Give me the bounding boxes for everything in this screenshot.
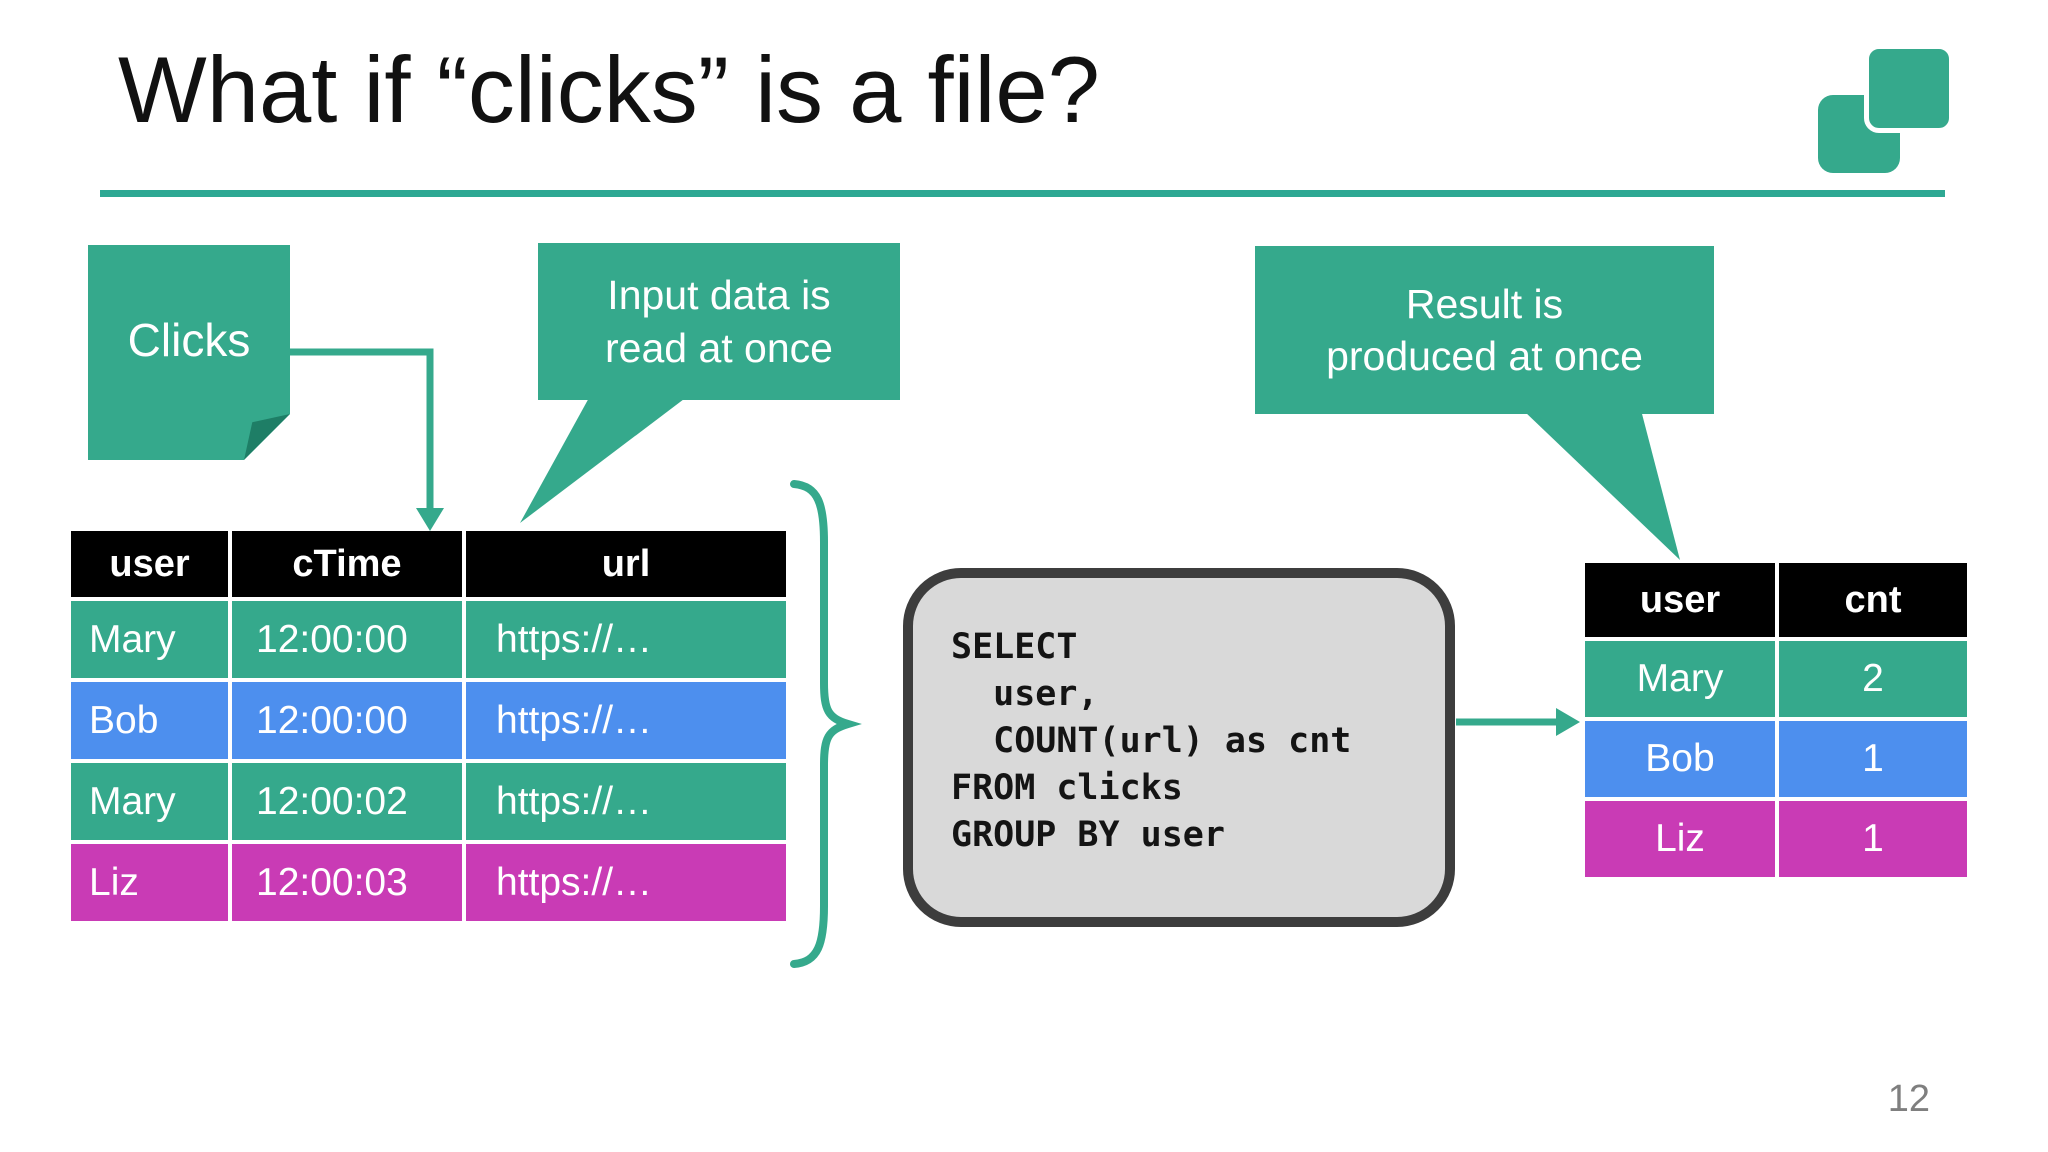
cell-url: https://… [466, 682, 786, 759]
result-callout-tail [1523, 410, 1680, 560]
table-row: Liz 12:00:03 https://… [71, 844, 786, 921]
table-row: Bob 1 [1585, 721, 1967, 797]
page-title: What if “clicks” is a file? [118, 37, 1100, 142]
table-row: Mary 12:00:00 https://… [71, 601, 786, 678]
cell-user: Bob [71, 682, 228, 759]
sql-line: FROM clicks [951, 768, 1183, 808]
sql-line: GROUP BY user [951, 815, 1225, 855]
cell-cnt: 1 [1779, 721, 1967, 797]
result-callout-line2: produced at once [1326, 333, 1643, 379]
clicks-table: user cTime url Mary 12:00:00 https://… B… [71, 531, 786, 921]
cell-user: Liz [1585, 801, 1775, 877]
input-callout-line2: read at once [605, 324, 833, 371]
cell-user: Liz [71, 844, 228, 921]
cell-ctime: 12:00:02 [232, 763, 462, 840]
table-row: Bob 12:00:00 https://… [71, 682, 786, 759]
result-table-header-row: user cnt [1585, 563, 1967, 637]
cell-user: Bob [1585, 721, 1775, 797]
result-table: user cnt Mary 2 Bob 1 Liz 1 [1585, 563, 1967, 877]
curly-brace [790, 480, 862, 968]
cell-ctime: 12:00:03 [232, 844, 462, 921]
cell-ctime: 12:00:00 [232, 682, 462, 759]
cell-user: Mary [71, 601, 228, 678]
clicks-header-user: user [71, 531, 228, 597]
clicks-header-ctime: cTime [232, 531, 462, 597]
title-underline [100, 190, 1945, 197]
result-callout-line1: Result is [1405, 280, 1564, 327]
clicks-header-url: url [466, 531, 786, 597]
cell-url: https://… [466, 763, 786, 840]
page-number: 12 [1887, 1078, 1930, 1120]
result-callout: Result is produced at once [1255, 246, 1714, 414]
sql-line: SELECT [951, 627, 1078, 667]
input-callout-line1: Input data is [607, 272, 831, 319]
result-header-cnt: cnt [1779, 563, 1967, 637]
logo-square-front-icon [1864, 44, 1954, 133]
table-row: Liz 1 [1585, 801, 1967, 877]
input-callout-tail [520, 396, 688, 523]
query-output-arrow [1456, 708, 1580, 736]
cell-user: Mary [1585, 641, 1775, 717]
cell-url: https://… [466, 844, 786, 921]
cell-cnt: 2 [1779, 641, 1967, 717]
cell-url: https://… [466, 601, 786, 678]
sql-line: user, [951, 674, 1099, 714]
cell-cnt: 1 [1779, 801, 1967, 877]
clicks-sticky-note: Clicks [88, 245, 290, 460]
table-row: Mary 12:00:02 https://… [71, 763, 786, 840]
sticky-note-fold-icon [244, 414, 290, 460]
clicks-table-header-row: user cTime url [71, 531, 786, 597]
sql-line: COUNT(url) as cnt [951, 721, 1352, 761]
result-header-user: user [1585, 563, 1775, 637]
table-row: Mary 2 [1585, 641, 1967, 717]
note-connector-arrow [290, 348, 444, 531]
input-callout: Input data is read at once [538, 243, 900, 400]
cell-ctime: 12:00:00 [232, 601, 462, 678]
clicks-sticky-note-label: Clicks [127, 313, 251, 366]
cell-user: Mary [71, 763, 228, 840]
sql-query-box: SELECT user, COUNT(url) as cnt FROM clic… [903, 568, 1455, 927]
